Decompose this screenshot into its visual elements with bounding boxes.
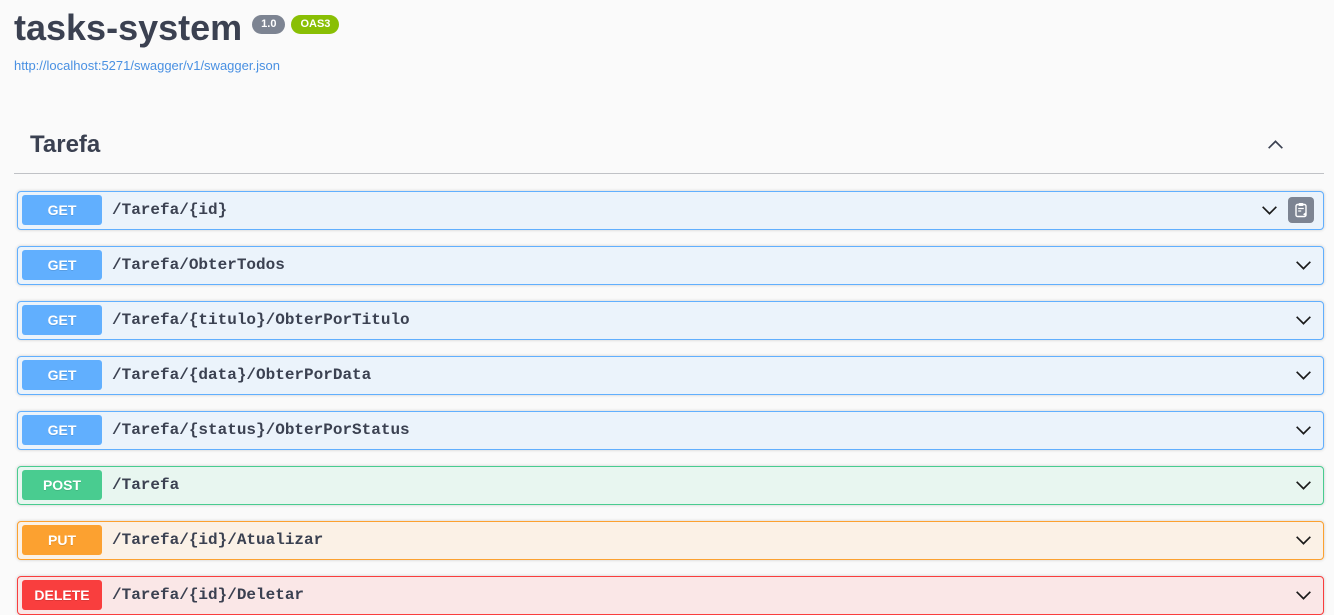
operation-path: /Tarefa <box>112 476 180 495</box>
chevron-down-icon[interactable] <box>1293 530 1314 551</box>
operation-path: /Tarefa/ObterTodos <box>112 256 285 275</box>
chevron-down-icon[interactable] <box>1293 475 1314 496</box>
page-title: tasks-system <box>14 7 243 48</box>
operations-list: GET /Tarefa/{id} GET /Tarefa/ObterTodos <box>14 190 1324 615</box>
row-controls <box>1293 420 1323 441</box>
row-controls <box>1259 197 1323 224</box>
method-badge: GET <box>22 415 102 446</box>
spec-url-link[interactable]: http://localhost:5271/swagger/v1/swagger… <box>14 57 280 73</box>
operation-path: /Tarefa/{data}/ObterPorData <box>112 366 372 385</box>
chevron-down-icon[interactable] <box>1293 585 1314 606</box>
method-badge: DELETE <box>22 580 102 611</box>
chevron-down-icon[interactable] <box>1293 255 1314 276</box>
operation-path: /Tarefa/{titulo}/ObterPorTitulo <box>112 311 410 330</box>
operation-row-delete-7[interactable]: DELETE /Tarefa/{id}/Deletar <box>17 575 1324 615</box>
title-badges: 1.0 OAS3 <box>252 15 340 34</box>
operation-row-put-6[interactable]: PUT /Tarefa/{id}/Atualizar <box>17 520 1324 560</box>
operation-row-post-5[interactable]: POST /Tarefa <box>17 465 1324 505</box>
tag-title: Tarefa <box>30 130 101 158</box>
chevron-up-icon[interactable] <box>1265 134 1286 155</box>
tag-section-tarefa: Tarefa GET /Tarefa/{id} <box>14 131 1324 615</box>
operation-row-get-1[interactable]: GET /Tarefa/ObterTodos <box>17 245 1324 285</box>
row-controls <box>1293 365 1323 386</box>
method-badge: POST <box>22 470 102 501</box>
chevron-down-icon[interactable] <box>1259 200 1280 221</box>
operation-path: /Tarefa/{id}/Atualizar <box>112 531 324 550</box>
method-badge: GET <box>22 195 102 226</box>
row-controls <box>1293 310 1323 331</box>
method-badge: GET <box>22 360 102 391</box>
chevron-down-icon[interactable] <box>1293 365 1314 386</box>
operation-path: /Tarefa/{id} <box>112 201 228 220</box>
oas3-badge: OAS3 <box>291 15 340 34</box>
copy-path-button[interactable] <box>1288 197 1314 224</box>
operation-row-get-0[interactable]: GET /Tarefa/{id} <box>17 190 1324 230</box>
operation-path: /Tarefa/{id}/Deletar <box>112 586 305 605</box>
chevron-down-icon[interactable] <box>1293 310 1314 331</box>
operation-path: /Tarefa/{status}/ObterPorStatus <box>112 421 410 440</box>
operation-row-get-4[interactable]: GET /Tarefa/{status}/ObterPorStatus <box>17 410 1324 450</box>
row-controls <box>1293 475 1323 496</box>
version-badge: 1.0 <box>252 15 286 34</box>
method-badge: PUT <box>22 525 102 556</box>
method-badge: GET <box>22 305 102 336</box>
api-info-header: tasks-system 1.0 OAS3 http://localhost:5… <box>14 8 1324 75</box>
chevron-down-icon[interactable] <box>1293 420 1314 441</box>
tag-section-header[interactable]: Tarefa <box>14 131 1324 174</box>
operation-row-get-3[interactable]: GET /Tarefa/{data}/ObterPorData <box>17 355 1324 395</box>
row-controls <box>1293 585 1323 606</box>
row-controls <box>1293 255 1323 276</box>
operation-row-get-2[interactable]: GET /Tarefa/{titulo}/ObterPorTitulo <box>17 300 1324 340</box>
row-controls <box>1293 530 1323 551</box>
method-badge: GET <box>22 250 102 281</box>
